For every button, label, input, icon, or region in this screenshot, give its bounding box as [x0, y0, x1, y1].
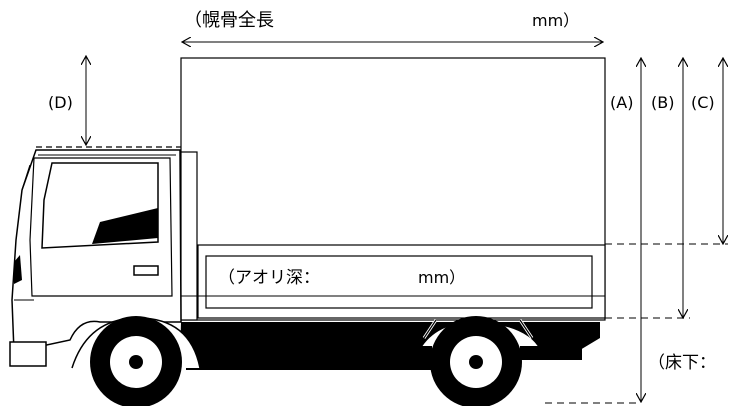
rear-wheel	[422, 316, 534, 406]
tailgate-depth-label: （アオリ深：	[218, 268, 320, 288]
label-b: (B)	[651, 93, 674, 112]
tailgate-inner	[205, 255, 593, 309]
label-c: (C)	[691, 93, 715, 112]
front-wheel	[71, 316, 201, 406]
tailgate-depth-unit: mm）	[418, 268, 465, 287]
cab-door	[29, 157, 173, 297]
label-a: (A)	[610, 93, 633, 112]
box-front-post	[180, 151, 198, 321]
frame-length-label: （幌骨全長	[184, 10, 274, 31]
floor-height-label: （床下：	[648, 353, 716, 373]
label-d: (D)	[48, 93, 73, 112]
door-handle	[133, 265, 159, 276]
front-bumper	[9, 341, 47, 367]
frame-length-unit: mm）	[532, 11, 579, 30]
